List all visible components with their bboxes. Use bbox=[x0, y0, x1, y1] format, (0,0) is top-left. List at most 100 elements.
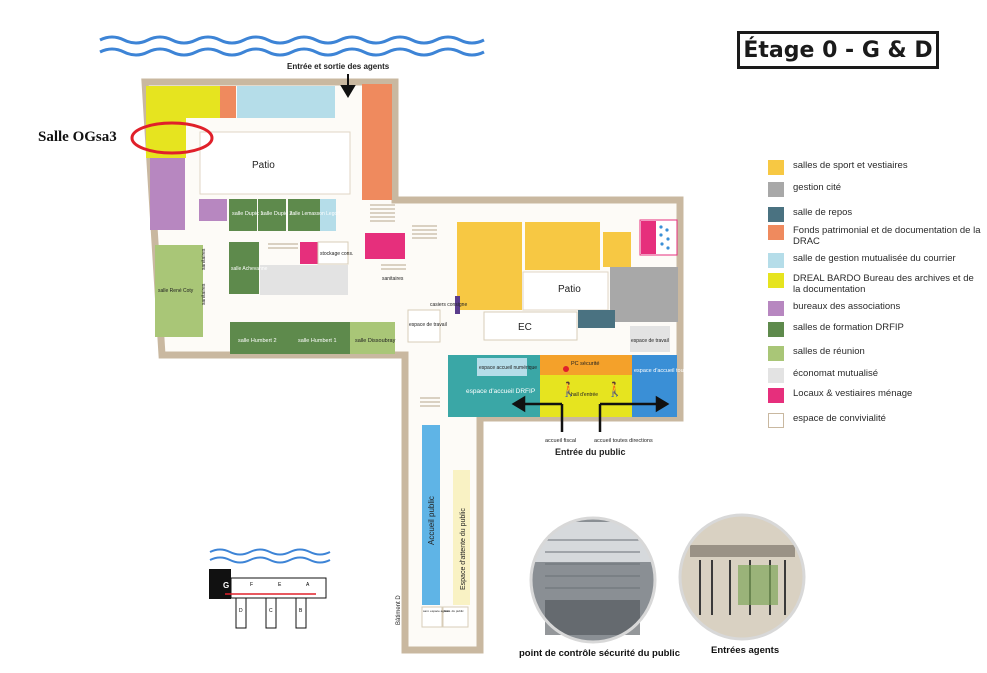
legend-item: salles de formation DRFIP bbox=[768, 322, 983, 337]
label-ec: EC bbox=[518, 322, 532, 333]
label-dupic1: salle Dupic 1 bbox=[232, 211, 264, 217]
label-espace-travail-2: espace de travail bbox=[631, 338, 669, 344]
zone-hall-entree bbox=[540, 375, 632, 417]
label-patio-right: Patio bbox=[558, 284, 581, 295]
patio-left-area bbox=[199, 131, 351, 195]
room-sport-b bbox=[525, 222, 600, 270]
legend-item: bureaux des associations bbox=[768, 301, 983, 316]
label-dissoubray: salle Dissoubray bbox=[355, 338, 396, 344]
room-gestion-cite bbox=[610, 267, 678, 322]
label-hall-entree: hall d'entrée bbox=[571, 392, 598, 398]
label-humbert2: salle Humbert 2 bbox=[238, 338, 277, 344]
legend-item: DREAL BARDO Bureau des archives et de la… bbox=[768, 273, 983, 295]
minimap-label-e: E bbox=[278, 582, 282, 588]
label-accueil-toutes: espace d'accueil toutes directions bbox=[634, 368, 716, 374]
legend-label: salles de réunion bbox=[793, 346, 865, 357]
legend-swatch bbox=[768, 388, 784, 403]
legend-item: Locaux & vestiaires ménage bbox=[768, 388, 983, 403]
legend-swatch bbox=[768, 207, 784, 222]
legend-swatch bbox=[768, 346, 784, 361]
label-entree-public: Entrée du public bbox=[555, 447, 626, 457]
legend-item: salles de réunion bbox=[768, 346, 983, 361]
legend-label: salles de formation DRFIP bbox=[793, 322, 904, 333]
room-stockage bbox=[317, 241, 349, 265]
zone-accueil-toutes bbox=[632, 355, 677, 417]
room-locaux-right-inner bbox=[641, 221, 656, 254]
legend-swatch bbox=[768, 413, 784, 428]
legend-item: espace de convivialité bbox=[768, 413, 983, 428]
room-espace-travail-2 bbox=[630, 326, 670, 352]
room-fonds-tall bbox=[362, 84, 392, 200]
label-espace-travail-1: espace de travail bbox=[409, 322, 447, 328]
legend-label: bureaux des associations bbox=[793, 301, 901, 312]
legend-item: salle de gestion mutualisée du courrier bbox=[768, 253, 983, 268]
room-humbert2 bbox=[230, 322, 290, 354]
label-sanitaires-2: sanitaires bbox=[201, 283, 207, 305]
legend-swatch bbox=[768, 322, 784, 337]
minimap-label-c: C bbox=[269, 608, 273, 614]
room-fonds-small bbox=[220, 86, 236, 118]
minimap-label-b: B bbox=[299, 608, 303, 614]
legend-label: espace de convivialité bbox=[793, 413, 886, 424]
room-locaux-center bbox=[365, 233, 405, 259]
legend-swatch bbox=[768, 253, 784, 268]
label-lemasson: salle Lemasson Legoff bbox=[290, 211, 341, 217]
legend-label: salle de gestion mutualisée du courrier bbox=[793, 253, 956, 264]
legend-item: salle de repos bbox=[768, 207, 983, 222]
photo-caption-agents: Entrées agents bbox=[711, 645, 780, 656]
blue-dots-icon bbox=[659, 225, 670, 250]
stairs bbox=[268, 204, 440, 407]
arrow-entree-agents-icon bbox=[340, 74, 356, 98]
label-patio-left: Patio bbox=[252, 160, 275, 171]
highlight-label-ogsa3: Salle OGsa3 bbox=[38, 129, 117, 145]
room-rene-coty bbox=[155, 245, 203, 337]
legend-label: salles de sport et vestiaires bbox=[793, 160, 908, 171]
zone-attente-public bbox=[453, 470, 470, 605]
pedestrian-icon-left: 🚶 bbox=[560, 381, 577, 398]
legend-item: Fonds patrimonial et de documentation de… bbox=[768, 225, 983, 247]
photo-entrees-agents bbox=[678, 513, 806, 641]
room-lemasson bbox=[288, 199, 320, 231]
photo-security-checkpoint bbox=[529, 516, 657, 644]
photo-caption-security: point de contrôle sécurité du public bbox=[519, 648, 680, 659]
legend-label: Fonds patrimonial et de documentation de… bbox=[793, 225, 981, 247]
label-accueil-toutes-directions: accueil toutes directions bbox=[594, 438, 653, 444]
room-achevanne bbox=[229, 242, 259, 294]
room-casiers bbox=[455, 296, 460, 314]
label-accueil-public: Accueil public bbox=[427, 496, 436, 545]
arrow-accueil-fiscal-icon bbox=[511, 395, 564, 432]
legend-swatch bbox=[768, 301, 784, 316]
pedestrian-icon-right: 🚶 bbox=[606, 381, 623, 398]
label-wc-public: Sani. du public bbox=[444, 609, 464, 613]
zone-accueil-numerique bbox=[477, 358, 527, 376]
legend-swatch bbox=[768, 273, 784, 288]
label-accueil-drfip: espace d'accueil DRFIP bbox=[466, 388, 535, 395]
legend-swatch bbox=[768, 368, 784, 383]
legend-label: salle de repos bbox=[793, 207, 853, 218]
label-accueil-numerique: espace accueil numérique bbox=[479, 365, 537, 371]
room-wc-agents bbox=[421, 606, 443, 628]
legend-swatch bbox=[768, 182, 784, 197]
legend-label: économat mutualisé bbox=[793, 368, 879, 379]
label-wc-agents: sani. espace agents bbox=[423, 609, 450, 613]
legend-item: gestion cité bbox=[768, 182, 983, 197]
legend-swatch bbox=[768, 160, 784, 175]
room-sport-c bbox=[603, 232, 631, 267]
room-dupic1 bbox=[229, 199, 257, 231]
legend-item: salles de sport et vestiaires bbox=[768, 160, 983, 175]
room-repos bbox=[578, 310, 615, 328]
minimap-label-d: D bbox=[239, 608, 243, 614]
room-dupic2 bbox=[258, 199, 286, 231]
label-rene-coty: salle René Coty bbox=[158, 288, 194, 294]
label-sanitaires-3: sanitaires bbox=[382, 276, 404, 282]
patio-right-area bbox=[522, 271, 609, 311]
arrow-accueil-toutes-icon bbox=[598, 395, 670, 432]
label-casiers: casiers consigne bbox=[430, 302, 467, 308]
label-stockage: stockage cons. bbox=[320, 251, 353, 257]
legend-label: DREAL BARDO Bureau des archives et de la… bbox=[793, 273, 974, 295]
legend-label: gestion cité bbox=[793, 182, 842, 193]
label-batiment-d: Bâtiment D bbox=[396, 595, 402, 625]
legend-label: Locaux & vestiaires ménage bbox=[793, 388, 913, 399]
